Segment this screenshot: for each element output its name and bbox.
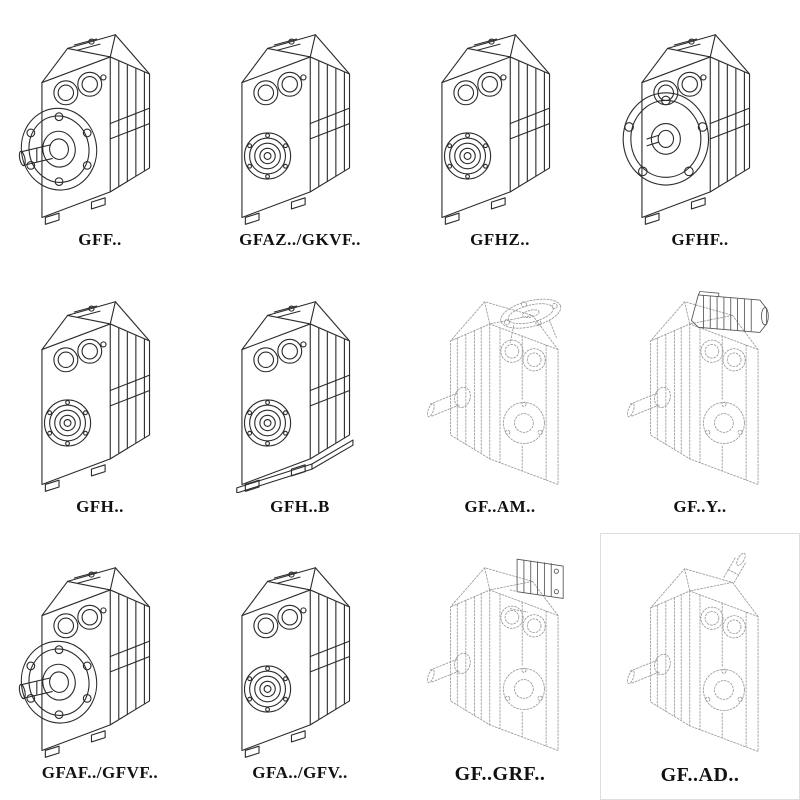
model-label-gfaf-gfvf: GFAF../GFVF.. (41, 763, 159, 783)
model-label-gf-ad: GF..AD.. (660, 764, 740, 787)
catalog-cell-gf-ad: GF..AD.. (600, 533, 800, 800)
model-label-gfh-b: GFH..B (270, 496, 330, 516)
gearbox-drawing-gfhf (604, 4, 796, 226)
catalog-cell-gfh: GFH.. (0, 267, 200, 534)
model-label-gfh: GFH.. (76, 496, 124, 516)
model-label-gfaz-gkvf: GFAZ../GKVF.. (239, 230, 361, 249)
model-label-gf-am: GF..AM.. (464, 496, 536, 516)
catalog-cell-gfaf-gfvf: GFAF../GFVF.. (0, 533, 200, 800)
gearbox-drawing-gfaz-gkvf (204, 4, 396, 226)
catalog-cell-gf-y: GF..Y.. (600, 267, 800, 534)
catalog-cell-gff: GFF.. (0, 0, 200, 267)
gearbox-drawing-gfh (4, 271, 196, 493)
gearbox-drawing-gfa-gfv (204, 537, 396, 759)
catalog-cell-gf-grf: GF..GRF.. (400, 533, 600, 800)
gearbox-drawing-gf-y (604, 271, 796, 493)
gearbox-drawing-gff (4, 4, 196, 226)
model-label-gfa-gfv: GFA../GFV.. (252, 763, 348, 783)
gearbox-drawing-gfaf-gfvf (4, 537, 196, 759)
gearbox-drawing-gfhz (404, 4, 596, 226)
model-label-gfhf: GFHF.. (671, 230, 729, 249)
model-label-gff: GFF.. (78, 230, 122, 249)
gearbox-drawing-gf-grf (404, 537, 596, 759)
catalog-cell-gfhz: GFHZ.. (400, 0, 600, 267)
catalog-cell-gfaz-gkvf: GFAZ../GKVF.. (200, 0, 400, 267)
gearbox-drawing-gf-am (404, 271, 596, 493)
catalog-cell-gfhf: GFHF.. (600, 0, 800, 267)
catalog-cell-gfa-gfv: GFA../GFV.. (200, 533, 400, 800)
catalog-cell-gfh-b: GFH..B (200, 267, 400, 534)
gearbox-drawing-gf-ad (604, 538, 796, 760)
model-label-gf-grf: GF..GRF.. (454, 763, 546, 786)
model-label-gf-y: GF..Y.. (673, 496, 727, 516)
catalog-cell-gf-am: GF..AM.. (400, 267, 600, 534)
model-label-gfhz: GFHZ.. (470, 230, 530, 249)
gearbox-drawing-gfh-b (204, 271, 396, 494)
